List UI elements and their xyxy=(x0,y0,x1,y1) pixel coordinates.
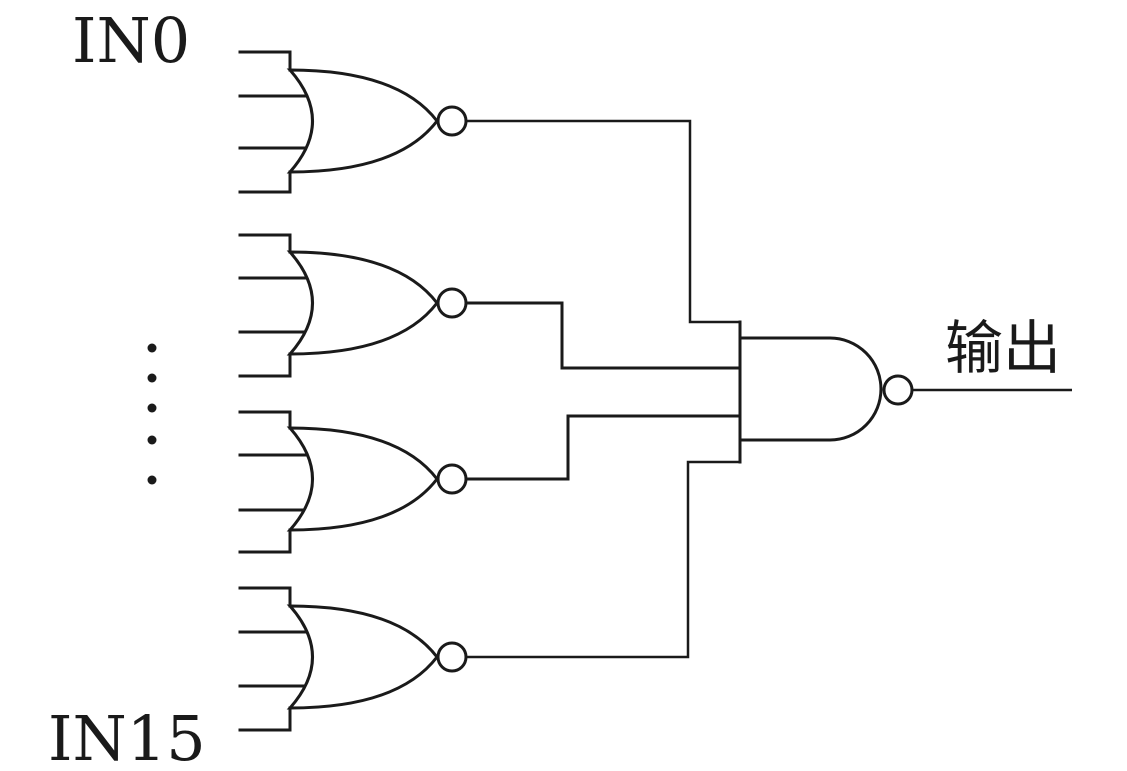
label-in15: IN15 xyxy=(48,702,206,771)
nor-gate-3 xyxy=(238,410,468,554)
label-output: 输出 xyxy=(945,314,1061,382)
nor-gate-1 xyxy=(238,50,468,194)
label-in0: IN0 xyxy=(72,4,190,77)
nor-gate-2 xyxy=(238,233,468,378)
nand-gate xyxy=(738,320,1072,464)
ellipsis-dots xyxy=(147,343,157,485)
nor-gate-4 xyxy=(238,586,468,732)
interconnect-wires xyxy=(464,119,742,659)
